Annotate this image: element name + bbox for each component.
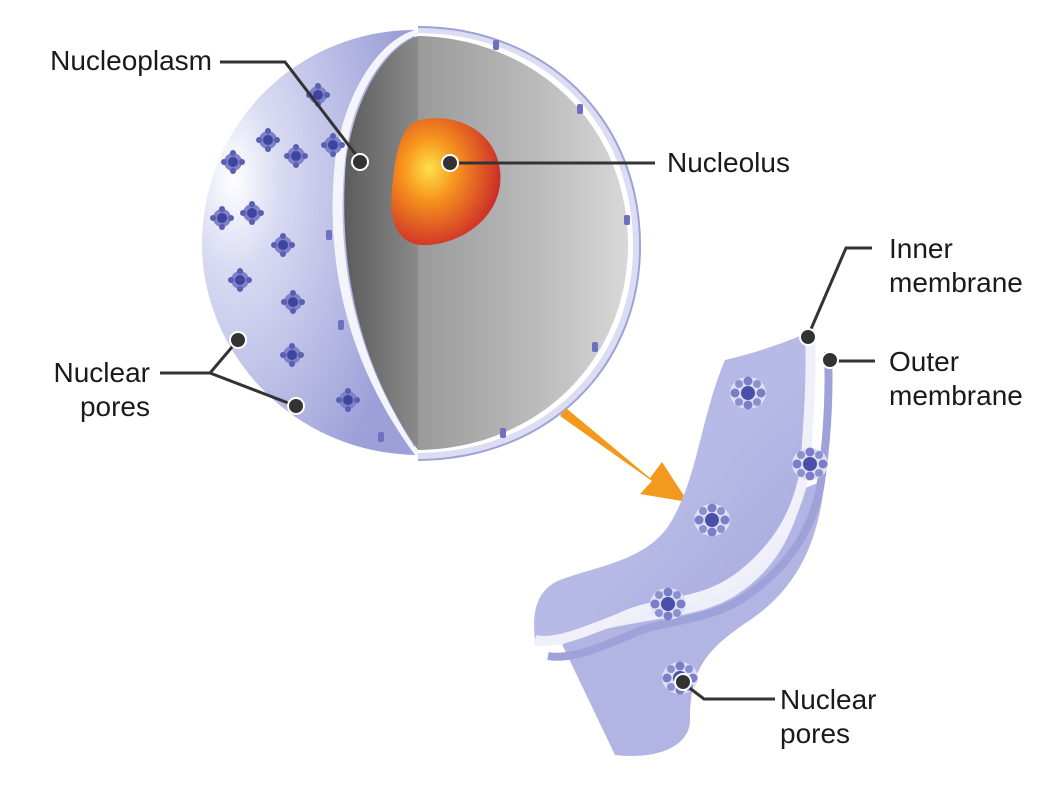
- envelope-front-sheet: [534, 332, 811, 641]
- nucleoplasm-text: Nucleoplasm: [50, 45, 212, 76]
- nucleolus-text: Nucleolus: [667, 147, 790, 178]
- nucleoplasm-cut-left: [344, 36, 418, 450]
- envelope-section: [533, 331, 833, 756]
- inner-membrane-line1: Inner: [889, 233, 953, 264]
- envelope-right-rim: [417, 27, 640, 459]
- nuclear-pores-left-line2: pores: [79, 391, 150, 422]
- nucleoplasm-cut-right: [418, 36, 629, 450]
- nuclear-pores-bottom-line1: Nuclear: [780, 684, 877, 715]
- nuclear-pores-left-line1: Nuclear: [53, 357, 150, 388]
- label-nuclear-pores-bottom: Nuclear pores: [780, 683, 876, 751]
- nucleolus-shape: [391, 118, 501, 246]
- label-outer-membrane: Outer membrane: [889, 345, 1023, 413]
- label-nucleoplasm: Nucleoplasm: [20, 44, 212, 78]
- label-nuclear-pores-left: Nuclear pores: [20, 356, 150, 424]
- leader-lines: [160, 60, 875, 701]
- outer-membrane-line1: Outer: [889, 346, 960, 377]
- outer-membrane-edge: [547, 351, 833, 661]
- rim-pores: [326, 40, 630, 442]
- outer-membrane-line2: membrane: [889, 380, 1023, 411]
- nucleus-sphere: [201, 26, 642, 461]
- nuclear-pores-bottom-line2: pores: [780, 718, 851, 749]
- label-nucleolus: Nucleolus: [667, 146, 790, 180]
- inner-membrane-edge: [533, 331, 816, 646]
- zoom-arrow: [560, 408, 688, 502]
- leader-dots: [229, 153, 839, 691]
- label-inner-membrane: Inner membrane: [889, 232, 1023, 300]
- inner-membrane-line2: membrane: [889, 267, 1023, 298]
